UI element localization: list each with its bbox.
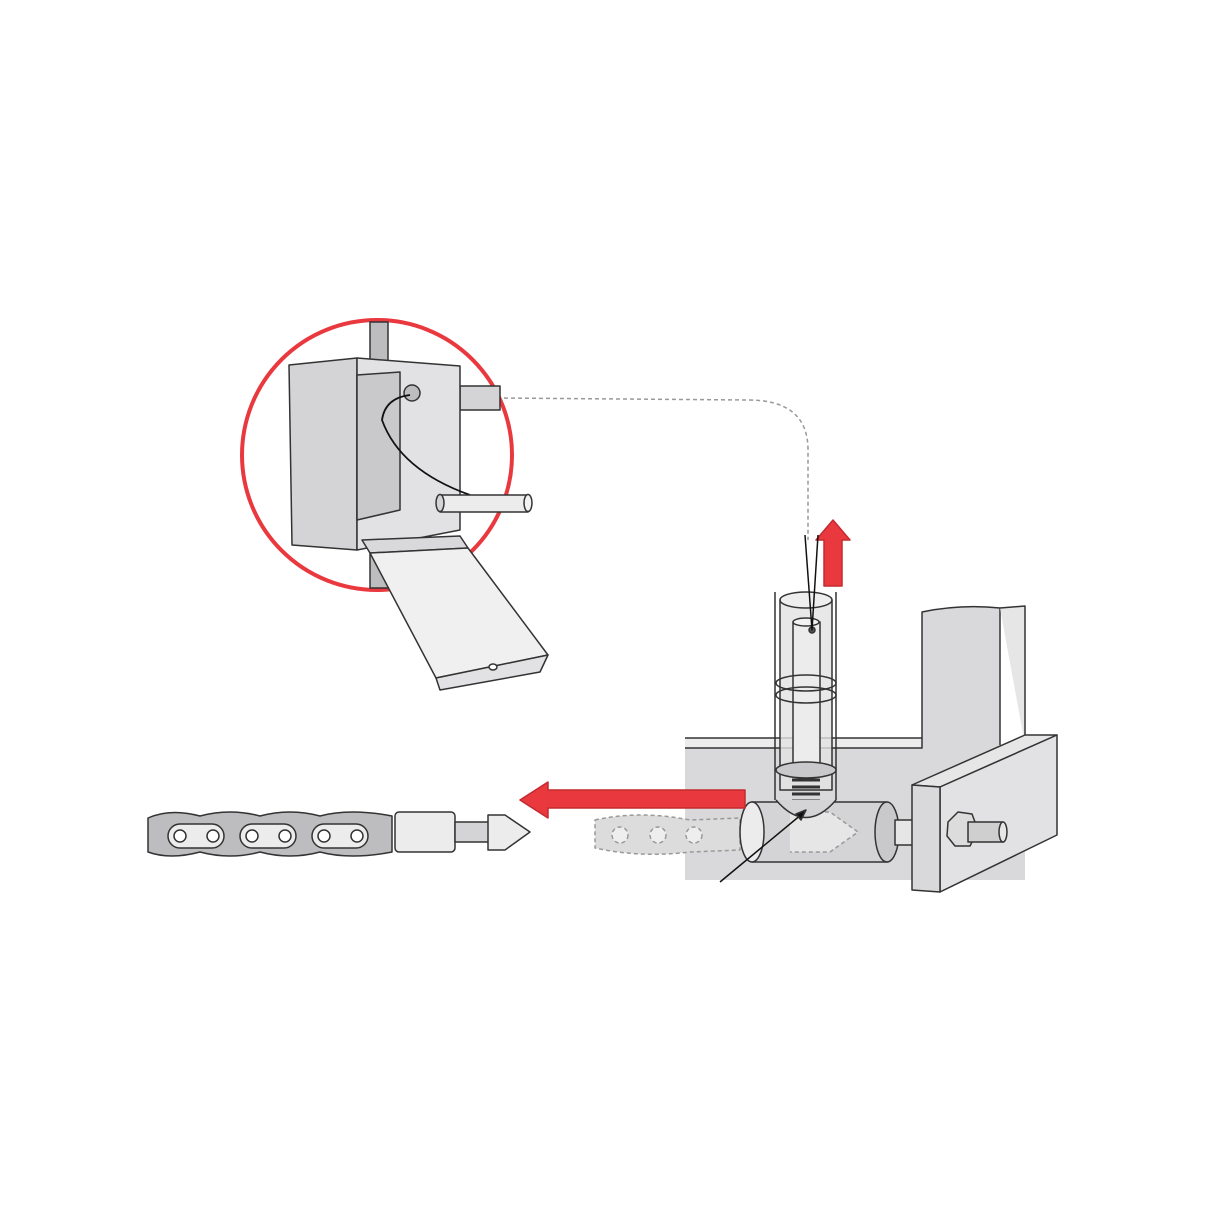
chain-plug (394, 811, 456, 853)
chain (147, 811, 531, 857)
ghost-chain (594, 814, 741, 855)
arrow-left-icon (519, 781, 746, 819)
lock-housing (739, 801, 916, 863)
mounting-bracket (911, 734, 1058, 893)
pull-handle-flap (361, 535, 549, 691)
pull-wire-route (496, 397, 809, 540)
plunger-tube (774, 591, 837, 819)
arrow-up-icon (815, 519, 851, 587)
lever-pin (439, 494, 529, 513)
pull-wire (804, 534, 819, 631)
pointer-line (719, 813, 803, 883)
box-wire (381, 394, 471, 496)
pull-box-front (288, 357, 358, 551)
detail-callout (240, 318, 533, 592)
plug-cone (487, 814, 531, 851)
